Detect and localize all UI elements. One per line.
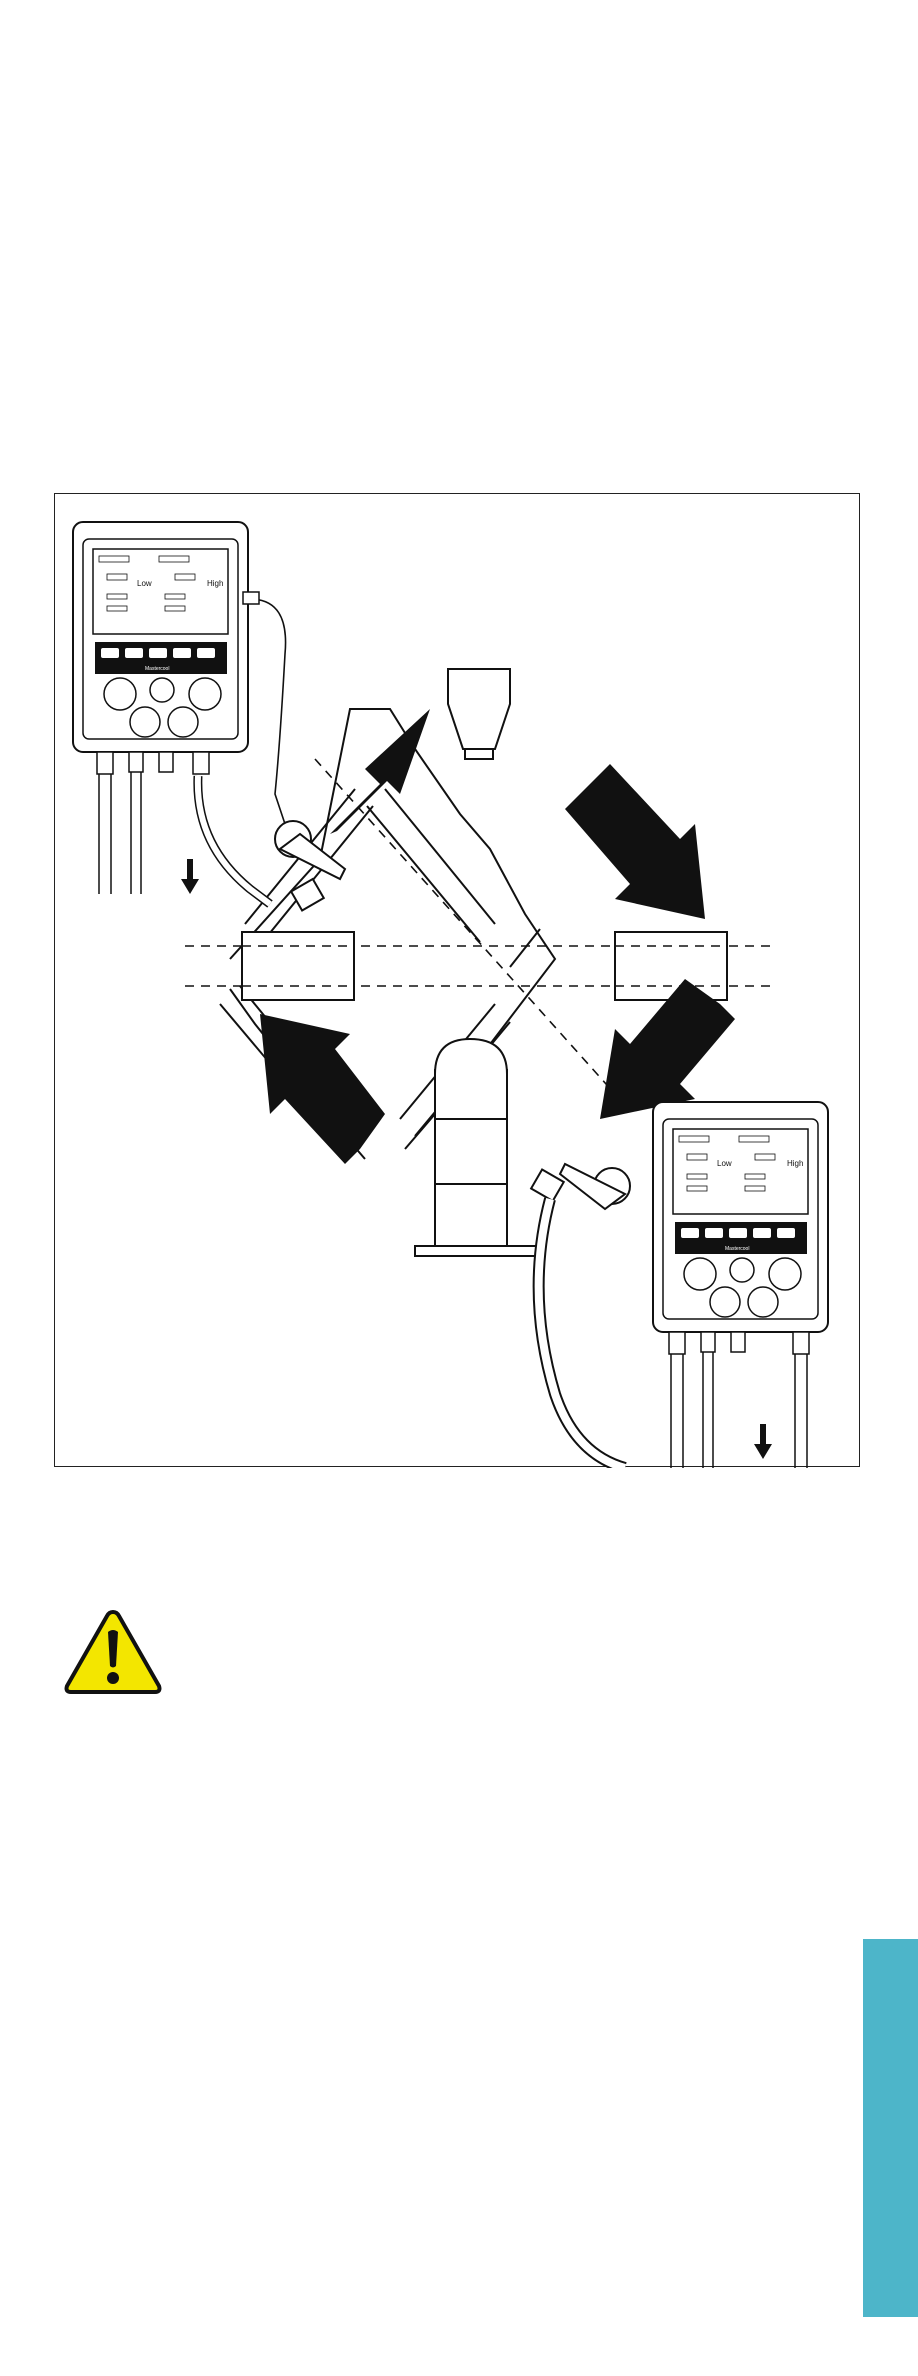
side-tab-shape: [863, 1939, 918, 2317]
flow-arrow-down-right: [565, 764, 705, 919]
gauge-left: Low High Mastercool: [73, 522, 345, 911]
flow-arrow-up-left: [260, 1014, 385, 1164]
side-tab: [863, 1939, 918, 2317]
gauge-right-down-arrow: [754, 1424, 772, 1459]
gauge-right-high-label: High: [787, 1159, 803, 1168]
gauge-left-low-label: Low: [137, 579, 152, 588]
gauge-left-high-label: High: [207, 579, 223, 588]
refrigeration-diagram: Low High Mastercool: [54, 493, 860, 1467]
gauge-right-brand: Mastercool: [725, 1246, 749, 1252]
flow-arrow-up-right: [330, 709, 430, 834]
gauge-left-down-arrow: [181, 859, 199, 894]
expansion-valve: [448, 669, 510, 759]
refrigeration-cycle-illustration: Low High Mastercool: [55, 494, 861, 1468]
gauge-right-low-label: Low: [717, 1159, 732, 1168]
gauge-left-brand: Mastercool: [145, 666, 169, 672]
warning-triangle-icon: [63, 1608, 163, 1696]
condenser-box: [615, 932, 727, 1000]
gauge-right: Low High Mastercool: [531, 1102, 828, 1468]
evaporator-box: [242, 932, 354, 1000]
